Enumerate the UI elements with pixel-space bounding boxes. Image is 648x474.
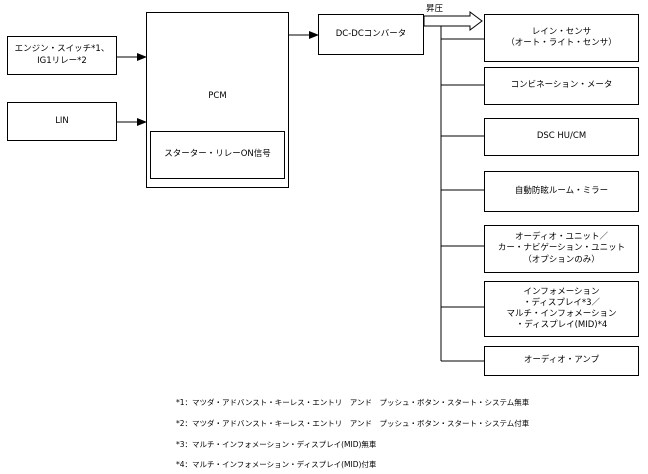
combination-meter-box: コンビネーション・メータ: [484, 67, 639, 105]
rain-sensor-box: レイン・センサ （オート・ライト・センサ）: [484, 14, 639, 62]
audio-amp-box: オーディオ・アンプ: [484, 346, 639, 376]
footnote-2: *2：マツダ・アドバンスト・キーレス・エントリ アンド プッシュ・ボタン・スター…: [176, 419, 530, 428]
audio-navigation-unit-label: オーディオ・ユニット／ カー・ナビゲーション・ユニット （オプションのみ）: [497, 232, 626, 265]
footnote-1: *1：マツダ・アドバンスト・キーレス・エントリ アンド プッシュ・ボタン・スター…: [176, 398, 530, 407]
pcm-label: PCM: [208, 91, 227, 101]
rain-sensor-label: レイン・センサ （オート・ライト・センサ）: [506, 26, 617, 48]
lin-box: LIN: [7, 102, 117, 141]
starter-relay-signal-label: スターター・リレーON信号: [164, 149, 271, 160]
dc-dc-converter-box: DC-DCコンバータ: [318, 14, 424, 55]
boost-arrow: [423, 11, 483, 31]
information-display-box: インフォメーション ・ディスプレイ*3／ マルチ・インフォメーション ・ディスプ…: [484, 281, 639, 337]
engine-switch-label: エンジン・スイッチ*1、 IG1リレー*2: [14, 44, 110, 66]
combination-meter-label: コンビネーション・メータ: [510, 80, 613, 91]
auto-dimming-mirror-label: 自動防眩ルーム・ミラー: [514, 185, 609, 196]
starter-relay-signal-box: スターター・リレーON信号: [150, 131, 285, 179]
audio-navigation-unit-box: オーディオ・ユニット／ カー・ナビゲーション・ユニット （オプションのみ）: [484, 225, 639, 273]
dsc-hu-cm-box: DSC HU/CM: [484, 118, 639, 156]
audio-amp-label: オーディオ・アンプ: [523, 355, 600, 366]
boost-label: 昇圧: [426, 4, 444, 14]
footnote-3: *3：マルチ・インフォメーション・ディスプレイ(MID)無車: [176, 440, 377, 449]
dsc-hu-cm-label: DSC HU/CM: [536, 131, 587, 142]
information-display-label: インフォメーション ・ディスプレイ*3／ マルチ・インフォメーション ・ディスプ…: [506, 286, 617, 331]
auto-dimming-mirror-box: 自動防眩ルーム・ミラー: [484, 171, 639, 212]
dc-dc-converter-label: DC-DCコンバータ: [335, 28, 407, 39]
lin-label: LIN: [55, 115, 69, 126]
engine-switch-box: エンジン・スイッチ*1、 IG1リレー*2: [7, 36, 117, 75]
footnote-4: *4：マルチ・インフォメーション・ディスプレイ(MID)付車: [176, 460, 377, 469]
